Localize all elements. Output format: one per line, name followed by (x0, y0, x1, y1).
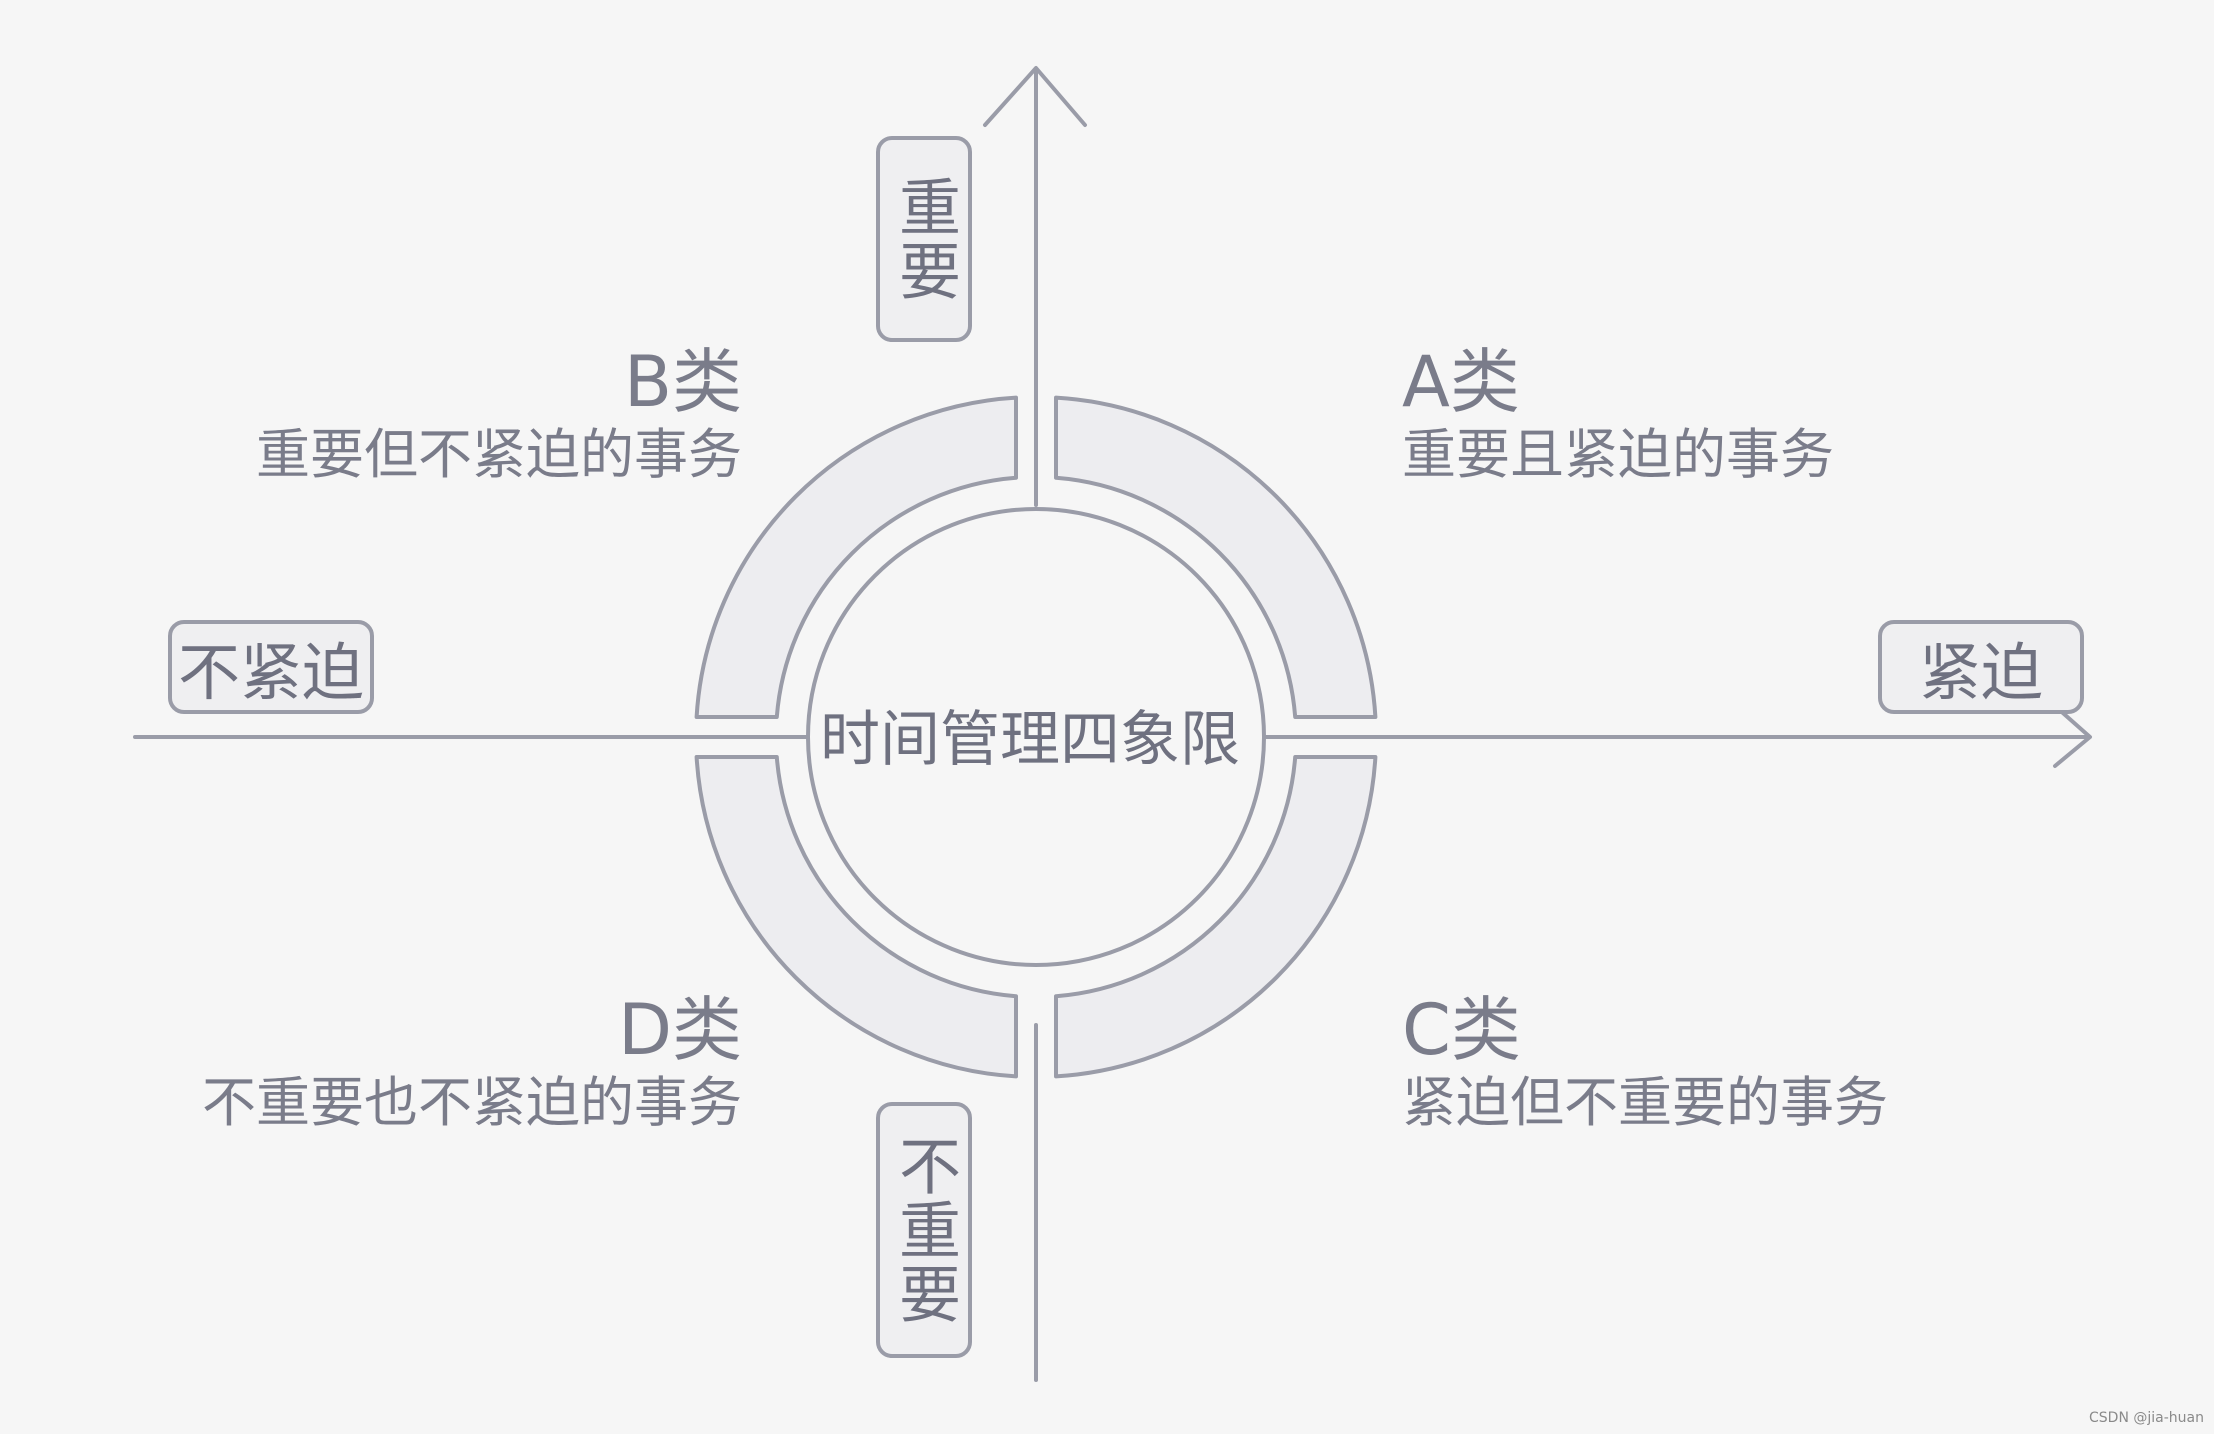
ring-segment-b (694, 395, 1018, 719)
axis-label-not-urgent-text: 不紧迫 (177, 636, 364, 709)
axis-label-important-text: 重要 (888, 175, 961, 303)
center-title: 时间管理四象限 (820, 705, 1240, 775)
watermark: CSDN @jia-huan (2089, 1410, 2204, 1426)
right-arrowhead (2053, 704, 2092, 768)
axis-label-urgent: 紧迫 (1878, 620, 2084, 714)
ring-segments (694, 395, 1378, 1079)
axis-label-urgent-text: 紧迫 (1918, 636, 2043, 709)
quadrant-d-description: 不重要也不紧迫的事务 (202, 1071, 742, 1134)
quadrant-a-title: A类 (1402, 341, 1520, 423)
ring-segment-d (694, 755, 1018, 1079)
axis-label-not-important: 不重要 (876, 1102, 972, 1358)
axis-label-not-urgent: 不紧迫 (168, 620, 374, 714)
ring-segment-a (1054, 395, 1378, 719)
quadrant-b-description: 重要但不紧迫的事务 (256, 423, 742, 486)
quadrant-d-title: D类 (618, 989, 742, 1071)
quadrant-a-description: 重要且紧迫的事务 (1402, 423, 1834, 486)
ring-segment-c (1054, 755, 1378, 1079)
quadrant-c-title: C类 (1402, 989, 1521, 1071)
quadrant-c-description: 紧迫但不重要的事务 (1402, 1071, 1888, 1134)
axis-label-important: 重要 (876, 136, 972, 342)
quadrant-b-title: B类 (623, 341, 742, 423)
axis-label-not-important-text: 不重要 (888, 1134, 961, 1326)
center-circle (806, 507, 1266, 967)
up-arrowhead (983, 66, 1087, 127)
